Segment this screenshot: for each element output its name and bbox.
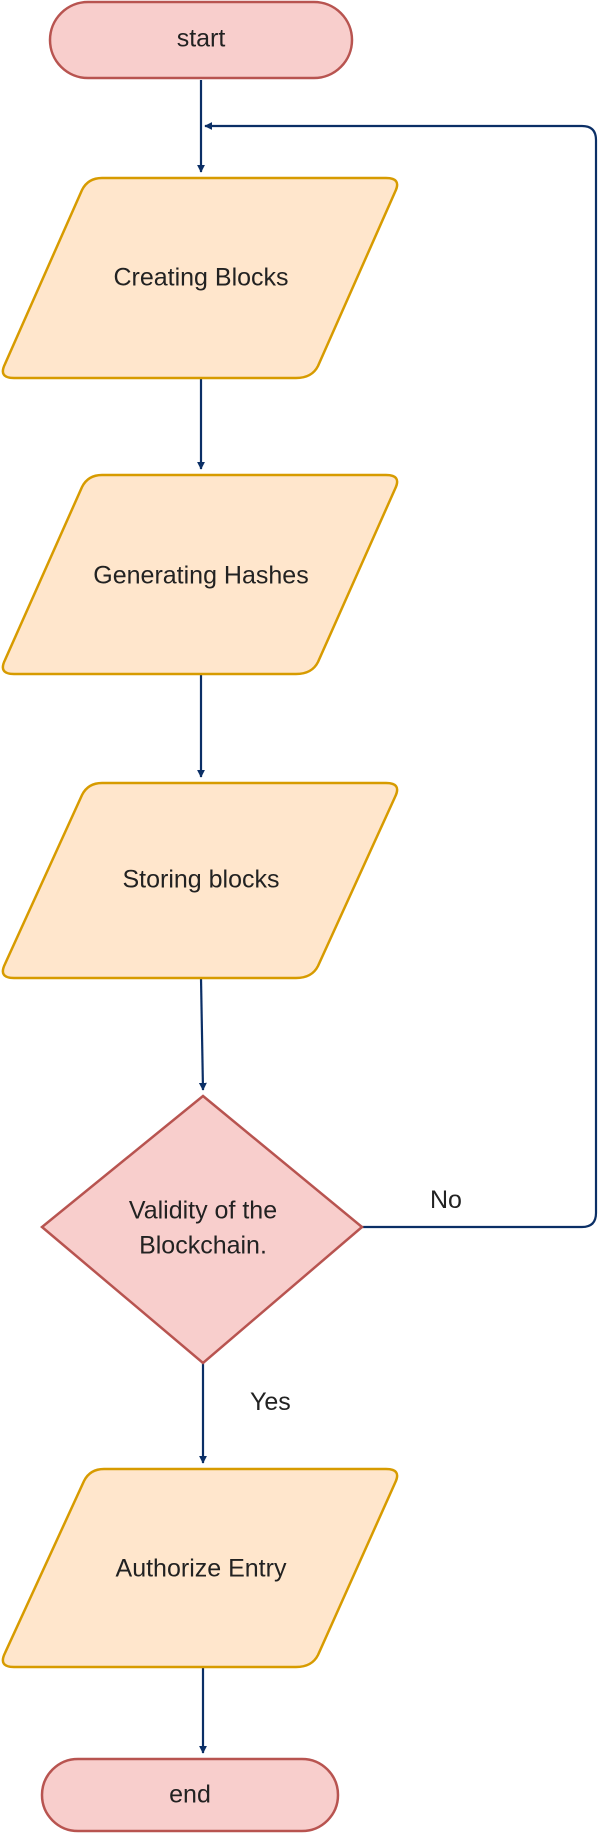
generating-hashes-node: Generating Hashes: [1, 473, 399, 676]
start-label: start: [177, 25, 226, 53]
storing-blocks-label: Storing blocks: [122, 866, 279, 894]
end-label: end: [169, 1781, 211, 1809]
validity-decision-shape: [40, 1094, 364, 1365]
authorize-entry-shape: [1, 1467, 399, 1669]
start-node: start: [48, 0, 354, 80]
creating-blocks-label: Creating Blocks: [113, 264, 288, 292]
creating-blocks-shape: [1, 176, 399, 380]
start-shape: [48, 0, 354, 80]
edge-label-no: No: [430, 1186, 462, 1214]
validity-decision-node: Validity of the Blockchain.: [40, 1094, 364, 1365]
edges: [197, 80, 598, 1754]
authorize-entry-label: Authorize Entry: [116, 1555, 287, 1583]
generating-hashes-label: Generating Hashes: [93, 562, 308, 590]
edge-decision-to-create-loop: [204, 122, 598, 1229]
edge-label-yes: Yes: [250, 1388, 291, 1416]
creating-blocks-node: Creating Blocks: [1, 176, 399, 380]
generating-hashes-shape: [1, 473, 399, 676]
authorize-entry-node: Authorize Entry: [1, 1467, 399, 1669]
validity-decision-label-line2: Blockchain.: [139, 1232, 267, 1260]
storing-blocks-node: Storing blocks: [1, 781, 399, 980]
storing-blocks-shape: [1, 781, 399, 980]
validity-decision-label-line1: Validity of the: [129, 1197, 277, 1225]
end-shape: [40, 1757, 340, 1833]
edge-store-to-decision: [198, 977, 207, 1091]
end-node: end: [40, 1757, 340, 1833]
